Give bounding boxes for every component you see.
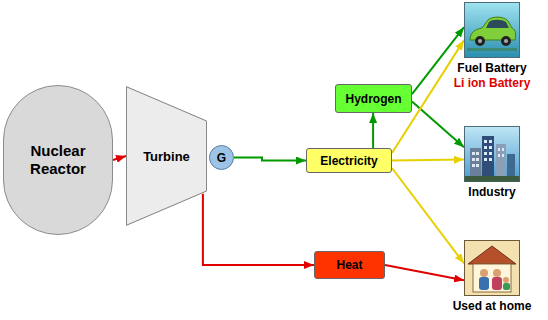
reactor-shape: Nuclear Reactor [3, 85, 113, 235]
industry-icon [464, 126, 520, 182]
turbine-shape: Turbine [126, 86, 207, 226]
flow-arrow [372, 113, 374, 148]
flow-arrow [113, 156, 126, 160]
turbine-label: Turbine [143, 149, 190, 164]
flow-arrow [203, 194, 314, 265]
generator-circle: G [209, 145, 234, 170]
flow-arrow [234, 158, 306, 161]
icon-frame [464, 2, 520, 58]
flow-arrow [392, 159, 464, 162]
box-label: Heat [336, 258, 362, 272]
box-label: Electricity [320, 154, 377, 168]
flow-arrow [385, 265, 464, 280]
usage-label: Industry [468, 185, 515, 200]
reactor-label: Nuclear Reactor [13, 142, 103, 178]
usage-node: Industry [440, 126, 544, 200]
process-box: Hydrogen [335, 84, 412, 113]
usage-node: Fuel BatteryLi ion Battery [440, 2, 544, 91]
home-icon [464, 240, 520, 296]
flow-arrow [392, 168, 464, 264]
icon-frame [464, 126, 520, 182]
usage-label: Li ion Battery [454, 76, 531, 91]
process-box: Electricity [306, 148, 392, 173]
usage-label: Used at home [453, 299, 532, 314]
usage-label: Fuel Battery [457, 61, 526, 76]
box-label: Hydrogen [345, 92, 401, 106]
usage-node: Used at home [440, 240, 544, 314]
process-box: Heat [314, 251, 385, 279]
icon-frame [464, 240, 520, 296]
generator-label: G [217, 151, 226, 165]
car-icon [464, 2, 520, 58]
